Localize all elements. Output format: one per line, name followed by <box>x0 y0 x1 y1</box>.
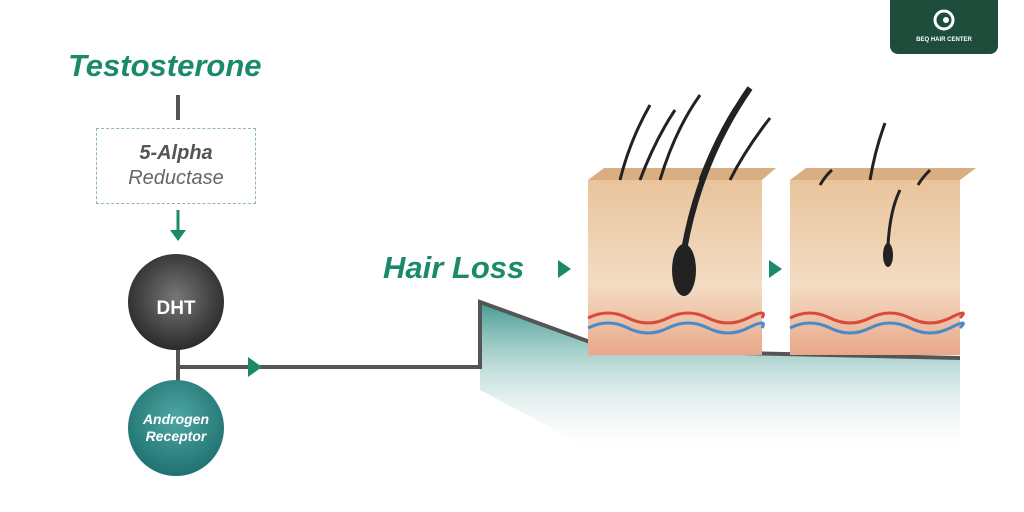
thinning-skin-illustration <box>789 122 976 355</box>
hair-loss-label: Hair Loss <box>383 250 525 285</box>
enzyme-box: 5-Alpha Reductase <box>96 128 256 204</box>
logo-icon <box>933 9 955 31</box>
enzyme-line1: 5-Alpha <box>139 142 213 164</box>
arrow-right-icon <box>769 260 782 278</box>
arrow-down-icon <box>170 230 186 241</box>
brand-logo: BEQ HAIR CENTER <box>890 0 998 54</box>
receptor-line1: Androgen <box>142 411 210 427</box>
arrow-right-icon <box>558 260 571 278</box>
receptor-line2: Receptor <box>145 428 207 444</box>
healthy-skin-illustration <box>587 86 776 355</box>
logo-text: BEQ HAIR CENTER <box>916 37 972 43</box>
enzyme-line2: Reductase <box>128 167 224 189</box>
teal-platform <box>480 302 960 460</box>
testosterone-label: Testosterone <box>68 48 262 83</box>
androgen-receptor-node: Androgen Receptor <box>128 380 224 476</box>
dht-label: DHT <box>156 298 196 319</box>
dht-node: DHT <box>128 254 224 350</box>
arrow-right-icon <box>248 357 262 377</box>
